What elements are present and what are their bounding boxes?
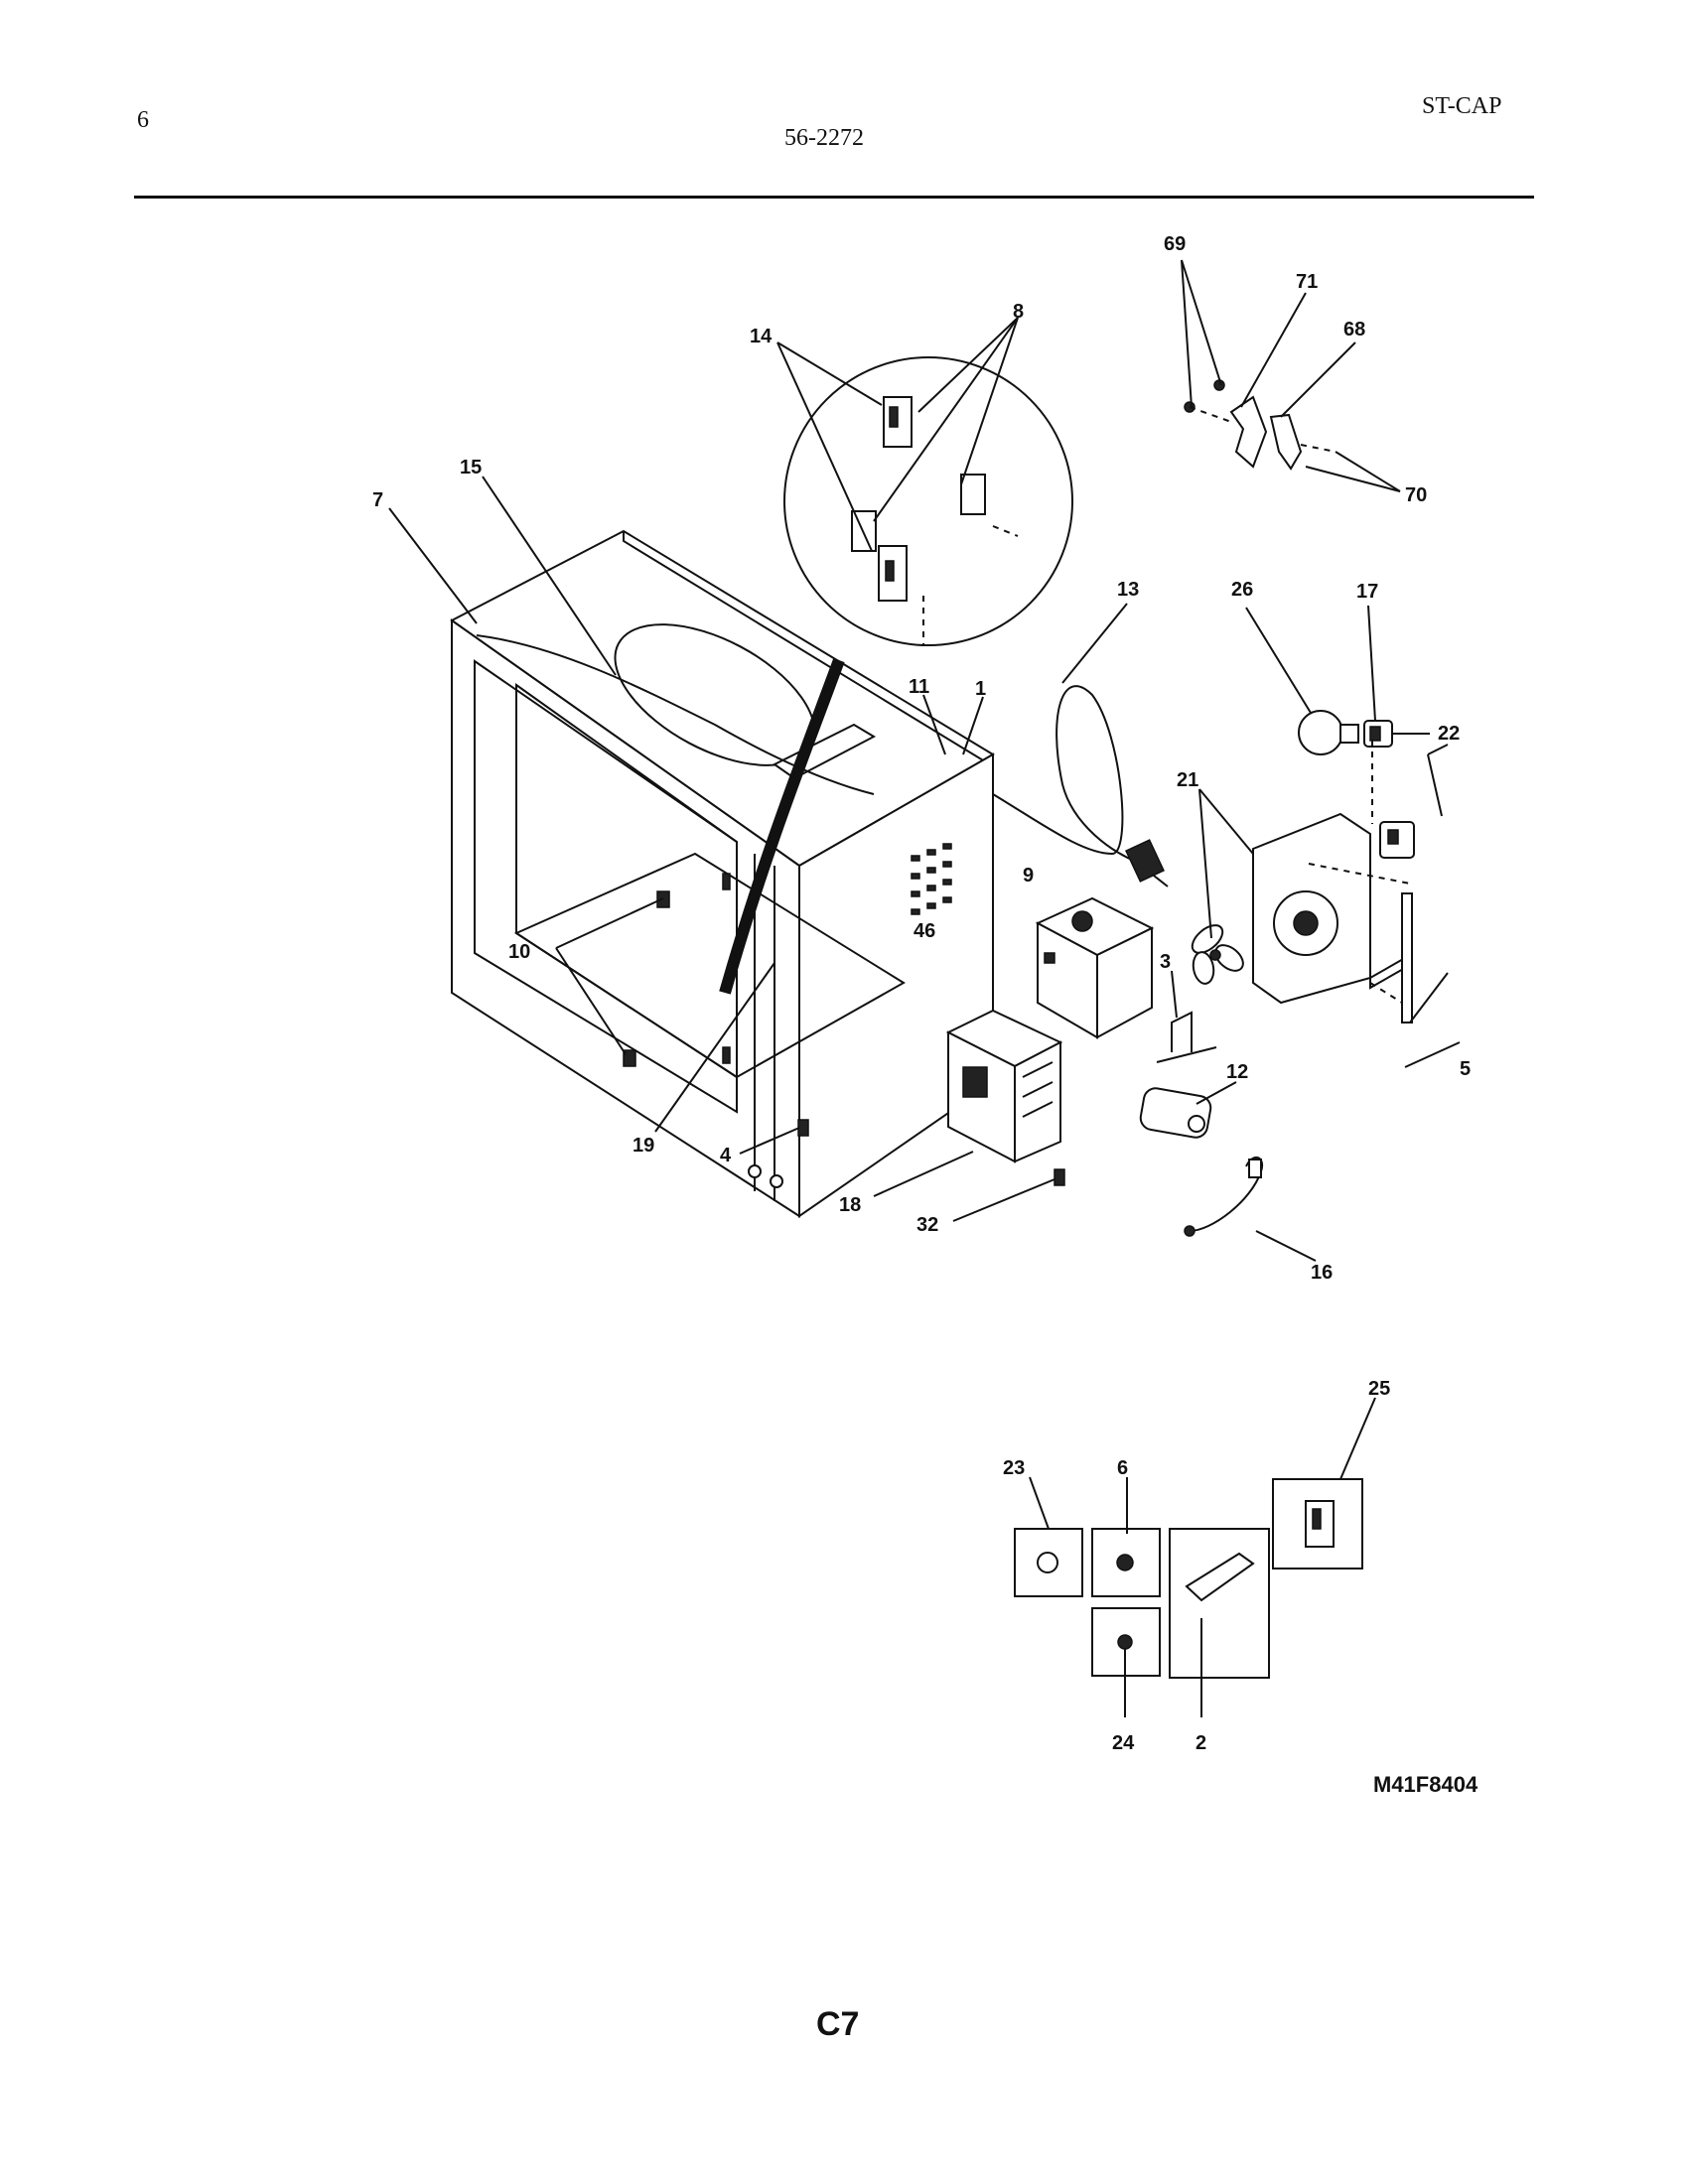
vent-grille bbox=[911, 843, 952, 915]
lamp-assembly bbox=[1298, 710, 1443, 817]
callout-3: 3 bbox=[1160, 951, 1171, 973]
page-number: 6 bbox=[137, 107, 149, 133]
inset-parts bbox=[1014, 1478, 1363, 1679]
callout-10: 10 bbox=[508, 941, 530, 963]
inset-box-25 bbox=[1272, 1478, 1363, 1570]
page-code: C7 bbox=[816, 2005, 860, 2043]
interlock-switch-detail bbox=[783, 356, 1073, 646]
fan-blade bbox=[1191, 924, 1244, 985]
inset-box-6 bbox=[1091, 1528, 1161, 1597]
transformer bbox=[945, 1009, 1063, 1163]
callout-17: 17 bbox=[1356, 581, 1378, 603]
section-code: ST-CAP bbox=[1422, 93, 1502, 119]
callout-71: 71 bbox=[1296, 271, 1318, 293]
fan-shaft bbox=[1369, 892, 1449, 1024]
callout-12: 12 bbox=[1226, 1061, 1248, 1083]
callout-13: 13 bbox=[1117, 579, 1139, 601]
callout-16: 16 bbox=[1311, 1262, 1333, 1284]
callout-68: 68 bbox=[1343, 319, 1365, 341]
capacitor bbox=[1139, 1011, 1217, 1139]
callout-labels: 7 15 14 8 69 71 68 70 13 26 17 22 21 11 … bbox=[372, 233, 1471, 1754]
power-cord bbox=[992, 685, 1169, 887]
figure-code: M41F8404 bbox=[1373, 1772, 1478, 1797]
inset-box-2 bbox=[1169, 1528, 1270, 1679]
callout-18: 18 bbox=[839, 1194, 861, 1216]
callout-leaders bbox=[388, 259, 1461, 1717]
callout-46: 46 bbox=[914, 920, 935, 942]
callout-19: 19 bbox=[633, 1135, 654, 1157]
callout-70: 70 bbox=[1405, 484, 1427, 506]
callout-1: 1 bbox=[975, 678, 986, 700]
door-latch-parts bbox=[1184, 379, 1336, 471]
callout-5: 5 bbox=[1460, 1058, 1471, 1080]
callout-4: 4 bbox=[720, 1145, 732, 1166]
callout-22: 22 bbox=[1438, 723, 1460, 745]
callout-26: 26 bbox=[1231, 579, 1253, 601]
callout-21: 21 bbox=[1177, 769, 1198, 791]
callout-24: 24 bbox=[1112, 1732, 1135, 1754]
callout-23: 23 bbox=[1003, 1457, 1025, 1479]
inset-box-24 bbox=[1091, 1607, 1161, 1677]
diode bbox=[1184, 1157, 1264, 1237]
callout-8: 8 bbox=[1013, 301, 1024, 323]
callout-6: 6 bbox=[1117, 1457, 1128, 1479]
wire-harness bbox=[476, 634, 875, 795]
header-rule bbox=[134, 196, 1534, 199]
model-number: 56-2272 bbox=[784, 125, 864, 151]
magnetron bbox=[1035, 896, 1155, 1039]
callout-2: 2 bbox=[1196, 1732, 1206, 1754]
harness-bundle bbox=[719, 657, 845, 995]
callout-7: 7 bbox=[372, 489, 383, 511]
callout-11: 11 bbox=[909, 676, 929, 698]
callout-15: 15 bbox=[460, 457, 482, 478]
callout-32: 32 bbox=[916, 1214, 938, 1236]
callout-9: 9 bbox=[1023, 865, 1034, 887]
callout-69: 69 bbox=[1164, 233, 1186, 255]
fan-motor-assembly bbox=[1252, 740, 1415, 1005]
callout-25: 25 bbox=[1368, 1378, 1390, 1400]
inset-box-23 bbox=[1014, 1528, 1083, 1597]
callout-14: 14 bbox=[750, 326, 773, 347]
oven-cabinet bbox=[450, 529, 995, 1218]
